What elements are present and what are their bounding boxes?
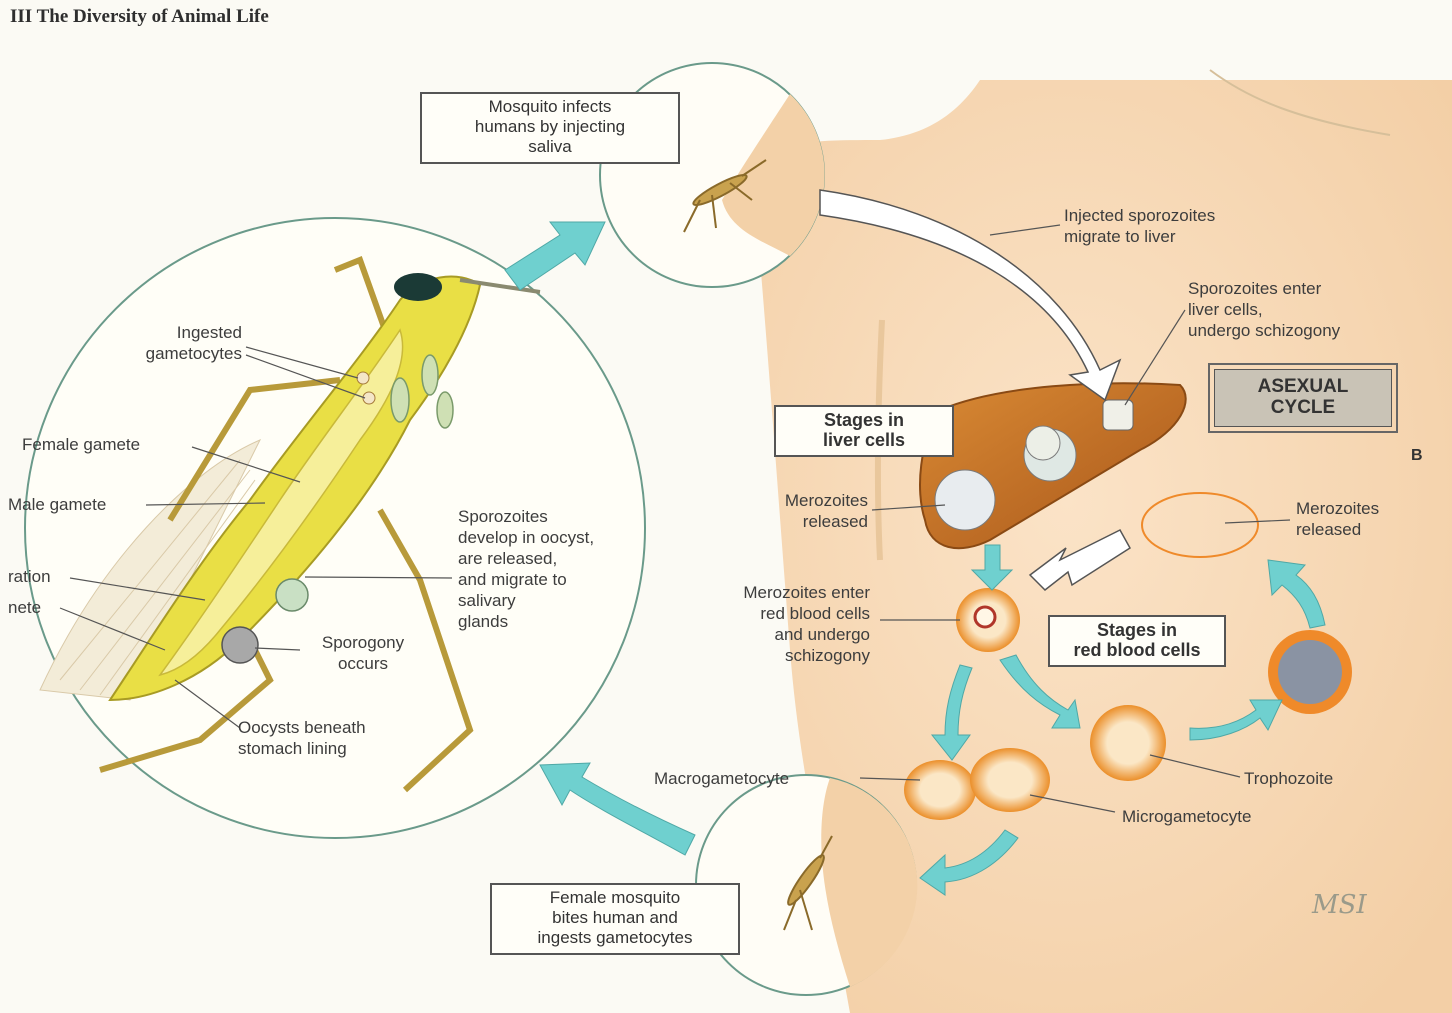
asexual-cycle-box: ASEXUAL CYCLE xyxy=(1208,363,1398,433)
label-male-gamete: Male gamete xyxy=(8,494,106,515)
box-stages-rbc: Stages in red blood cells xyxy=(1048,615,1226,667)
box-female-bites: Female mosquito bites human and ingests … xyxy=(490,883,740,955)
label-sporozoites-enter: Sporozoites enter liver cells, undergo s… xyxy=(1188,278,1340,341)
label-merozoites-enter: Merozoites enter red blood cells and und… xyxy=(670,582,870,666)
liver-cell-early xyxy=(1026,426,1060,460)
arrow-to-top-inset xyxy=(505,222,605,290)
label-injected-sporozoites: Injected sporozoites migrate to liver xyxy=(1064,205,1215,247)
label-merozoites-released-liver: Merozoites released xyxy=(740,490,868,532)
oocyst-developing xyxy=(276,579,308,611)
rbc-ring xyxy=(975,607,995,627)
liver-cell-merozoites xyxy=(935,470,995,530)
box-mosquito-infects: Mosquito infects humans by injecting sal… xyxy=(420,92,680,164)
label-sporogony: Sporogony occurs xyxy=(298,632,428,674)
label-female-gamete: Female gamete xyxy=(22,434,140,455)
label-microgametocyte: Microgametocyte xyxy=(1122,806,1251,827)
rbc-schizont-core xyxy=(1278,640,1342,704)
rbc-trophozoite xyxy=(1090,705,1166,781)
corner-mark: B xyxy=(1411,447,1423,465)
label-trophozoite: Trophozoite xyxy=(1244,768,1333,789)
label-ingested-gametocytes: Ingested gametocytes xyxy=(90,322,242,364)
oocyst-large xyxy=(222,627,258,663)
label-sporozoites-develop: Sporozoites develop in oocyst, are relea… xyxy=(458,506,594,632)
rbc-microgametocyte xyxy=(970,748,1050,812)
artist-signature: MSI xyxy=(1312,890,1367,920)
ingested-gametocyte-1 xyxy=(357,372,369,384)
asexual-cycle-label: ASEXUAL CYCLE xyxy=(1214,369,1392,427)
liver-cell-sporozoite xyxy=(1103,400,1133,430)
label-fertilization: ration xyxy=(8,566,51,587)
label-merozoites-released-rbc: Merozoites released xyxy=(1296,498,1379,540)
mosquito-eye xyxy=(394,273,442,301)
rbc-macrogametocyte xyxy=(904,760,976,820)
label-macrogametocyte: Macrogametocyte xyxy=(654,768,789,789)
box-stages-liver: Stages in liver cells xyxy=(774,405,954,457)
label-zygote: nete xyxy=(8,597,41,618)
label-oocysts: Oocysts beneath stomach lining xyxy=(238,717,366,759)
page-header: III The Diversity of Animal Life xyxy=(10,6,269,28)
